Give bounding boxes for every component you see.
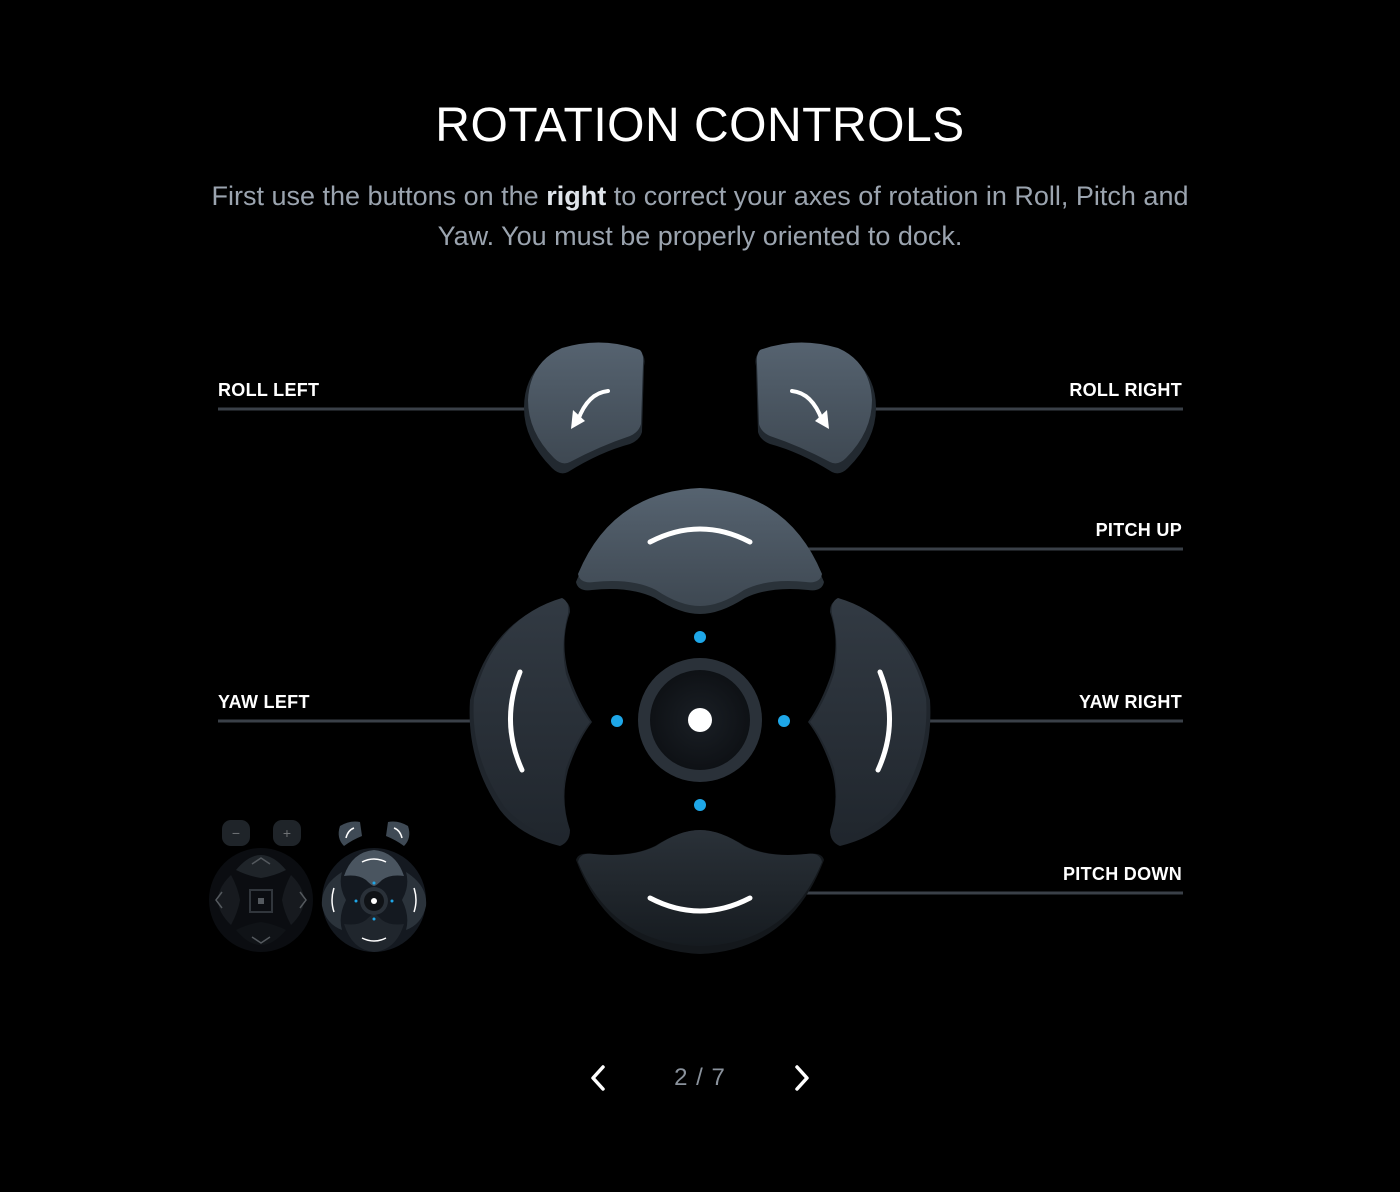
pitch-down-button[interactable] (576, 830, 824, 954)
page-total: 7 (711, 1064, 726, 1091)
roll-right-arrowhead-icon (815, 410, 829, 429)
yaw-right-label: YAW RIGHT (1078, 692, 1182, 712)
roll-left-label: ROLL LEFT (218, 380, 320, 400)
center-dot-icon (688, 708, 712, 732)
page-title: ROTATION CONTROLS (435, 99, 965, 152)
pitch-up-arrow-icon (647, 526, 753, 545)
pitch-up-button[interactable] (576, 488, 824, 614)
page-counter: 2 / 7 (560, 1064, 840, 1092)
pitch-up-label: PITCH UP (1095, 520, 1182, 540)
mini-minus-icon: − (232, 825, 240, 841)
mini-translation-controls: − + (209, 820, 313, 952)
yaw-left-arrow-icon (507, 669, 525, 773)
description-text-1: First use the buttons on the (211, 181, 547, 211)
next-button[interactable] (780, 1056, 824, 1100)
description-bold: right (546, 181, 607, 211)
yaw-left-label: YAW LEFT (218, 692, 310, 712)
description-text-2: to correct your axes of rotation in Roll… (437, 181, 1189, 251)
roll-right-arrow-icon (790, 389, 824, 422)
direction-indicator-dots (611, 631, 790, 811)
roll-left-arrowhead-icon (571, 410, 585, 429)
mini-plus-button (273, 820, 301, 846)
page-separator: / (696, 1064, 704, 1091)
roll-right-button[interactable] (755, 342, 877, 474)
chevron-right-icon (795, 1065, 809, 1091)
center-joystick[interactable] (638, 658, 762, 782)
pitch-down-label: PITCH DOWN (1063, 864, 1182, 884)
roll-left-button[interactable] (524, 342, 645, 474)
chevron-left-icon (591, 1065, 605, 1091)
page-description: First use the buttons on the right to co… (200, 176, 1200, 256)
pitch-down-arrow-icon (647, 895, 753, 914)
previous-button[interactable] (576, 1056, 620, 1100)
yaw-right-arrow-icon (875, 669, 893, 773)
roll-right-label: ROLL RIGHT (1069, 380, 1182, 400)
yaw-left-button[interactable] (469, 598, 592, 846)
yaw-right-button[interactable] (808, 598, 931, 846)
page-current: 2 (674, 1064, 689, 1091)
roll-left-arrow-icon (576, 389, 610, 422)
label-lines (218, 407, 1183, 895)
mini-plus-icon: + (283, 825, 291, 841)
mini-minus-button (222, 820, 250, 846)
pager: 2 / 7 (560, 1056, 840, 1100)
mini-rotation-controls (321, 821, 427, 952)
